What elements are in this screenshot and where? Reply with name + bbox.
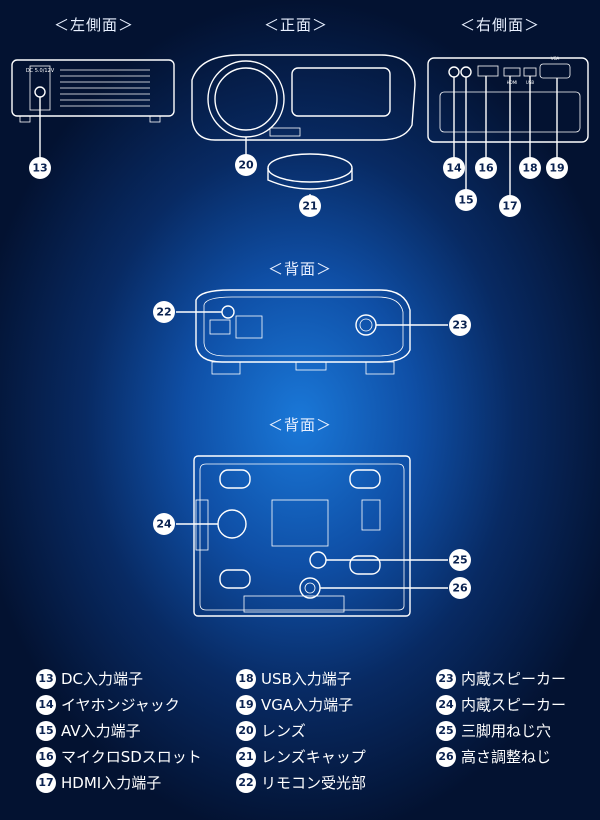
callout-16: 16: [475, 157, 497, 179]
callout-18: 18: [519, 157, 541, 179]
callout-17: 17: [499, 195, 521, 217]
svg-text:16: 16: [478, 162, 494, 175]
svg-text:15: 15: [458, 194, 473, 207]
projector-diagram: DC 5.0/12V HDMI USB VGA: [11, 54, 589, 617]
bottom-projector: [176, 455, 448, 617]
svg-text:25: 25: [452, 554, 467, 567]
svg-text:14: 14: [446, 162, 462, 175]
left-side-projector: DC 5.0/12V: [11, 59, 175, 158]
callout-25: 25: [449, 549, 471, 571]
svg-text:19: 19: [549, 162, 564, 175]
callout-20: 20: [235, 154, 257, 176]
svg-text:18: 18: [522, 162, 537, 175]
callout-14: 14: [443, 157, 465, 179]
right-side-view-title: ＜右側面＞: [460, 16, 541, 34]
svg-text:22: 22: [156, 306, 171, 319]
callout-24: 24: [153, 513, 175, 535]
svg-text:17: 17: [502, 200, 517, 213]
front-view-title: ＜正面＞: [264, 16, 329, 34]
callout-13: 13: [29, 157, 51, 179]
callout-23: 23: [449, 314, 471, 336]
svg-text:21: 21: [302, 200, 317, 213]
callout-19: 19: [546, 157, 568, 179]
callout-21: 21: [299, 195, 321, 217]
left-side-view-title: ＜左側面＞: [54, 16, 135, 34]
callout-15: 15: [455, 189, 477, 211]
back-view-title: ＜背面＞: [268, 260, 333, 278]
callout-26: 26: [449, 577, 471, 599]
svg-text:20: 20: [238, 159, 254, 172]
front-projector: [191, 54, 416, 196]
dc-port-label: DC 5.0/12V: [26, 68, 55, 74]
back-projector: [176, 289, 448, 375]
svg-text:24: 24: [156, 518, 172, 531]
right-side-projector: HDMI USB VGA: [427, 56, 589, 196]
vga-port-label: VGA: [551, 56, 560, 61]
svg-text:23: 23: [452, 319, 467, 332]
hdmi-port-label: HDMI: [507, 80, 518, 85]
callout-22: 22: [153, 301, 175, 323]
bottom-view-title: ＜背面＞: [268, 416, 333, 434]
svg-text:13: 13: [32, 162, 47, 175]
svg-text:26: 26: [452, 582, 468, 595]
